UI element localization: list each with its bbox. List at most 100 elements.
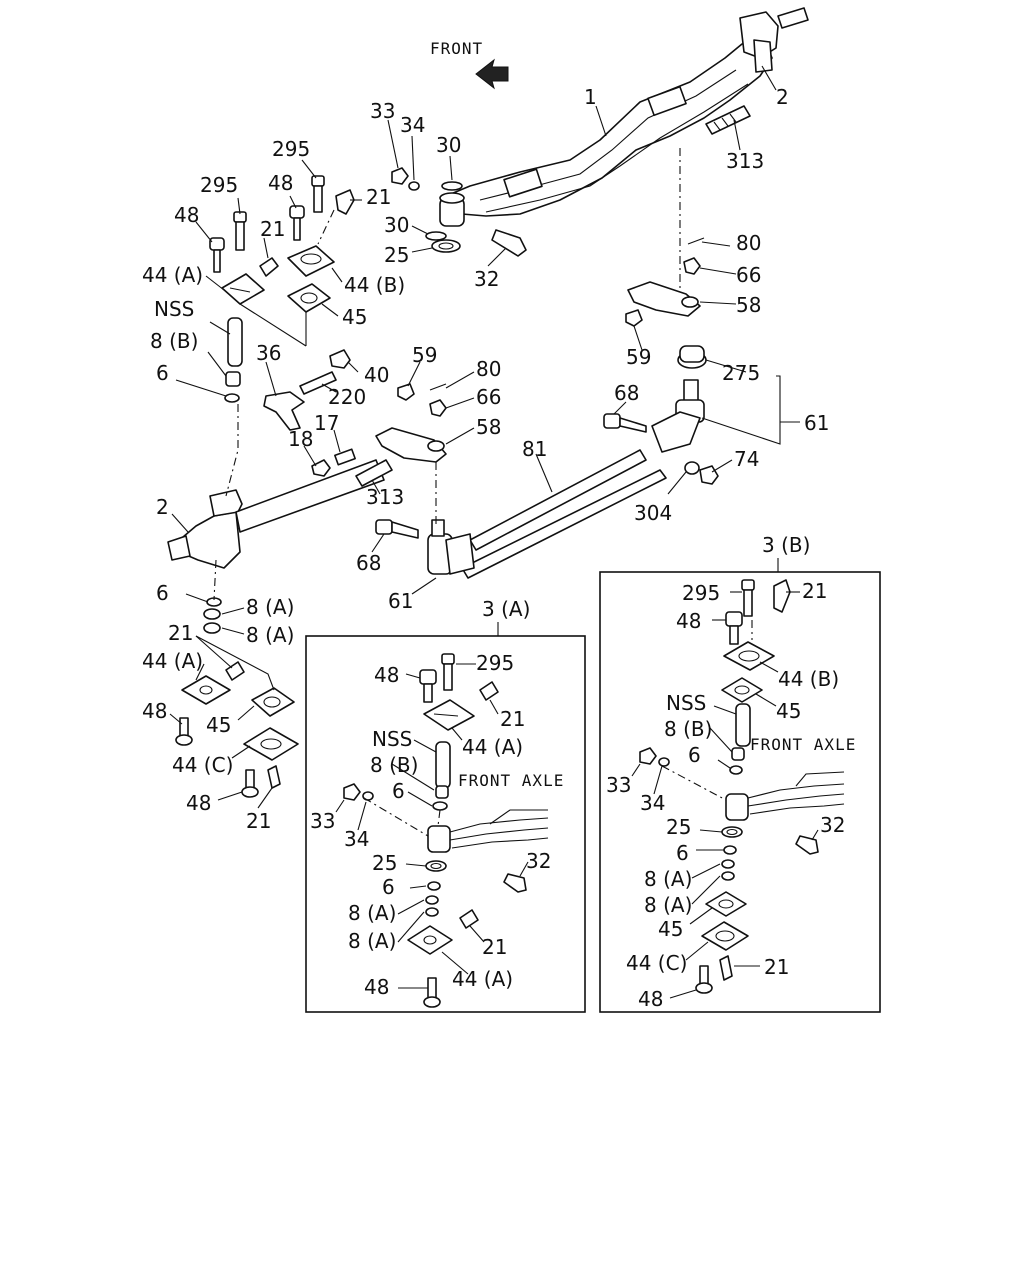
- inset-3b-bolt-295: [741, 579, 755, 617]
- callout-34: 34: [400, 113, 425, 137]
- inset-3b-callout-8a-1: 8 (A): [644, 867, 692, 891]
- inset-3b-nut-33: [639, 747, 657, 765]
- callout-59-middle: 59: [412, 343, 437, 367]
- bolt-48-lower-c: [241, 769, 259, 798]
- inset-3a-grease-fitting-21-upper: [479, 681, 499, 701]
- callout-45-lower: 45: [206, 713, 231, 737]
- inset-3b-centerline-bolt: [661, 765, 727, 801]
- inset-3a-seal-25: [425, 860, 447, 872]
- seal-25: [431, 239, 461, 253]
- callout-295-b: 295: [272, 137, 310, 161]
- nut-59-right: [625, 309, 643, 327]
- stud-313-lower: [355, 459, 393, 487]
- washer-30-upper: [441, 181, 463, 191]
- inset-3a-callout-21-upper: 21: [500, 707, 525, 731]
- inset-3b-bolt-48-upper: [725, 611, 743, 645]
- inset-3a-axle-end: [427, 809, 549, 853]
- cotter-pin-80-middle: [429, 383, 447, 391]
- nut-59-middle: [397, 383, 415, 401]
- inset-3b-bushing-8b: [731, 747, 745, 761]
- inset-3b-callout-33: 33: [606, 773, 631, 797]
- inset-3a-callout-6-lower: 6: [382, 875, 395, 899]
- inset-3a-shim-6-lower: [427, 881, 441, 891]
- nut-33: [391, 167, 409, 185]
- inset-3a-callout-44a-lower: 44 (A): [452, 967, 513, 991]
- callout-30-lower: 30: [384, 213, 409, 237]
- callout-nss: NSS: [154, 297, 194, 321]
- cover-44b-upper: [287, 245, 335, 277]
- grease-fitting-21-upper-b: [335, 189, 355, 215]
- inset-3a-callout-32: 32: [526, 849, 551, 873]
- inset-3a-axle-label: FRONT AXLE: [458, 771, 564, 790]
- inset-3b-bushing-8a-1: [721, 859, 735, 869]
- shim-6-upper: [224, 393, 240, 403]
- axle-beam: [445, 7, 809, 217]
- inset-3a-centerline: [437, 809, 441, 827]
- inset-3a-title: 3 (A): [482, 597, 530, 621]
- gasket-45-upper: [287, 283, 331, 313]
- leader-lines-main: [169, 65, 800, 809]
- washer-30-lower: [425, 231, 447, 241]
- bushing-8a-lower-1: [203, 608, 221, 620]
- inset-3b-lock-pin-32: [795, 835, 819, 855]
- inset-3a-centerline-bolt: [363, 797, 429, 837]
- callout-2-left: 2: [156, 495, 169, 519]
- front-direction-label: FRONT: [430, 39, 483, 58]
- callout-44c: 44 (C): [172, 753, 233, 777]
- washer-304: [684, 461, 700, 475]
- inset-3a-callout-48-lower: 48: [364, 975, 389, 999]
- inset-3a-callout-8a-1: 8 (A): [348, 901, 396, 925]
- inset-3b-callout-21-lower: 21: [764, 955, 789, 979]
- centerline-kingpin-lower: [213, 559, 217, 601]
- washer-34: [408, 181, 420, 191]
- cotter-pin-80-right: [687, 237, 705, 245]
- inset-3b-callout-48-upper: 48: [676, 609, 701, 633]
- inset-3a-bolt-295: [441, 653, 455, 691]
- beam-kingpin-boss: [439, 192, 465, 227]
- inset-3a-bushing-8a-1: [425, 895, 439, 905]
- tie-rod-81: [461, 449, 667, 579]
- callout-30-upper: 30: [436, 133, 461, 157]
- callout-68-left: 68: [356, 551, 381, 575]
- centerline-cover-upper: [317, 209, 335, 245]
- inset-3a-callout-25: 25: [372, 851, 397, 875]
- inset-3b-gasket-45-upper: [721, 677, 763, 703]
- bolt-48-upper-a: [209, 237, 225, 273]
- callout-8a-lower-2: 8 (A): [246, 623, 294, 647]
- inset-3b-title: 3 (B): [762, 533, 810, 557]
- callout-44a-upper: 44 (A): [142, 263, 203, 287]
- arm-58-right: [627, 281, 701, 317]
- inset-3b-frame: [599, 571, 881, 1013]
- callout-275: 275: [722, 361, 760, 385]
- inset-3a-grease-fitting-21-lower: [459, 909, 479, 929]
- bolt-48-upper-b: [289, 205, 305, 241]
- callout-44b-upper: 44 (B): [344, 273, 405, 297]
- nut-74: [699, 465, 719, 485]
- callout-21-lower-c: 21: [246, 809, 271, 833]
- bolt-68-left: [375, 519, 419, 539]
- callout-48-lower-c: 48: [186, 791, 211, 815]
- inset-3b-axle-label: FRONT AXLE: [750, 735, 856, 754]
- callout-labels-main: 1 2 313 33 34 30 30 25 32 295 295 48 48 …: [142, 85, 829, 833]
- gasket-45-lower: [251, 687, 295, 717]
- inset-3b-bushing-8a-2: [721, 871, 735, 881]
- inset-3b-shim-6-upper: [729, 765, 743, 775]
- callout-6-upper: 6: [156, 361, 169, 385]
- inset-3b-cover-44c: [701, 921, 749, 951]
- inset-3a-frame: [305, 635, 586, 1013]
- inset-3b-callout-32: 32: [820, 813, 845, 837]
- lock-pin-32: [491, 229, 527, 257]
- inset-3a-kingpin-nss: [435, 741, 451, 789]
- inset-3b-callout-45-lower: 45: [658, 917, 683, 941]
- callout-25: 25: [384, 243, 409, 267]
- bushing-8b-upper: [225, 371, 241, 387]
- inset-3a-callout-44a-upper: 44 (A): [462, 735, 523, 759]
- callout-80-middle: 80: [476, 357, 501, 381]
- nut-66-middle: [429, 399, 447, 417]
- inset-3a-nut-33: [343, 783, 361, 801]
- inset-3a-cover-44a-upper: [423, 699, 475, 731]
- callout-58-middle: 58: [476, 415, 501, 439]
- inset-3a-callout-21-lower: 21: [482, 935, 507, 959]
- callout-61-left: 61: [388, 589, 413, 613]
